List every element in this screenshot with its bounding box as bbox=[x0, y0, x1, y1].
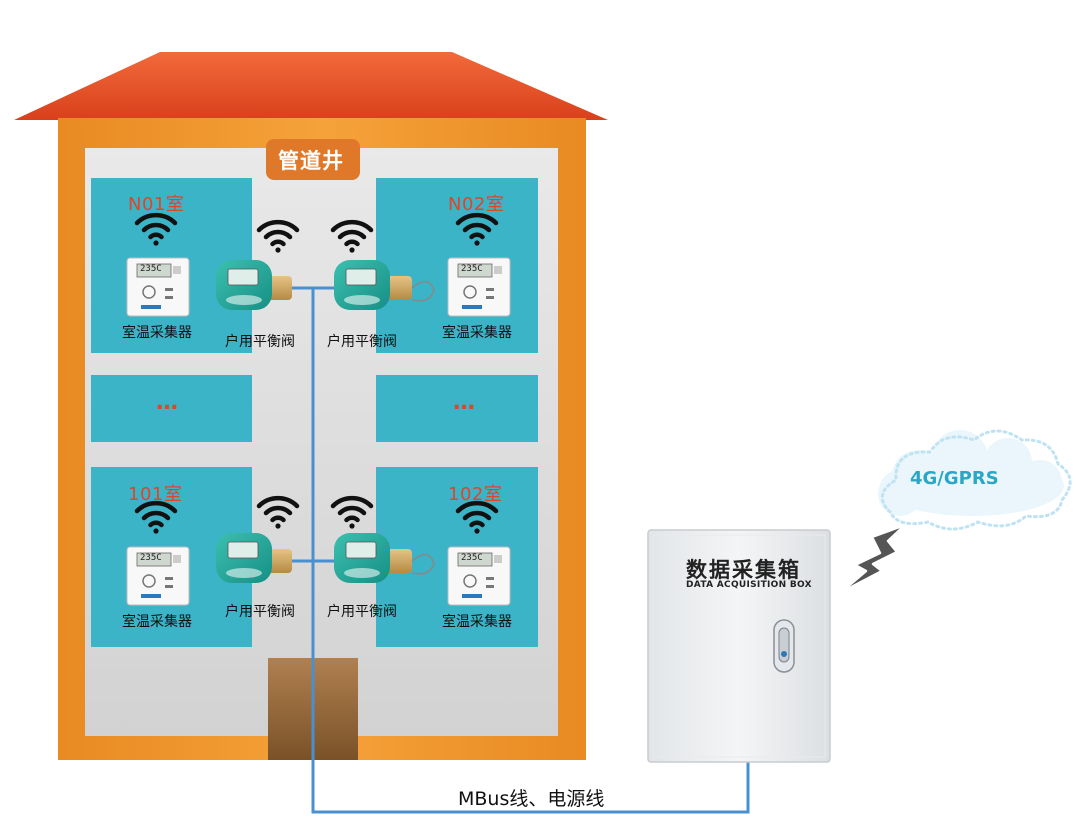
box-subtitle: DATA ACQUISITION BOX bbox=[686, 580, 812, 590]
valve-label: 户用平衡阀 bbox=[225, 604, 295, 620]
thermostat-label: 室温采集器 bbox=[122, 325, 192, 341]
room-title-n02: N02室 bbox=[448, 194, 505, 215]
roof bbox=[14, 52, 608, 120]
room-middle-right bbox=[376, 375, 538, 442]
room-title-n01: N01室 bbox=[128, 194, 185, 215]
thermostat-display: 235C bbox=[140, 264, 162, 274]
wire-label: MBus线、电源线 bbox=[458, 788, 605, 810]
thermostat-icon bbox=[126, 257, 190, 317]
valve-label: 户用平衡阀 bbox=[327, 604, 397, 620]
balance-valve-icon bbox=[334, 533, 435, 583]
shaft-label: 管道井 bbox=[278, 149, 344, 173]
balance-valve-icon bbox=[216, 260, 292, 310]
thermostat-icon bbox=[126, 546, 190, 606]
thermostat-display: 235C bbox=[461, 553, 483, 563]
thermostat-label: 室温采集器 bbox=[122, 614, 192, 630]
valve-label: 户用平衡阀 bbox=[225, 334, 295, 350]
room-title-101: 101室 bbox=[128, 484, 183, 505]
thermostat-label: 室温采集器 bbox=[442, 614, 512, 630]
thermostat-label: 室温采集器 bbox=[442, 325, 512, 341]
network-label: 4G/GPRS bbox=[910, 468, 999, 489]
thermostat-icon bbox=[447, 546, 511, 606]
ellipsis-right: … bbox=[453, 390, 477, 415]
balance-valve-icon bbox=[334, 260, 435, 310]
ellipsis-left: … bbox=[156, 390, 180, 415]
lightning-icon bbox=[838, 523, 907, 595]
mbus-wire bbox=[311, 288, 750, 814]
data-acquisition-box bbox=[647, 529, 831, 763]
thermostat-display: 235C bbox=[140, 553, 162, 563]
valve-label: 户用平衡阀 bbox=[327, 334, 397, 350]
shaft-label-bg bbox=[266, 139, 360, 180]
cloud-icon bbox=[878, 429, 1072, 531]
thermostat-icon bbox=[447, 257, 511, 317]
room-middle-left bbox=[91, 375, 252, 442]
thermostat-display: 235C bbox=[461, 264, 483, 274]
balance-valve-icon bbox=[216, 533, 292, 583]
box-title: 数据采集箱 bbox=[686, 558, 801, 582]
room-title-102: 102室 bbox=[448, 484, 503, 505]
